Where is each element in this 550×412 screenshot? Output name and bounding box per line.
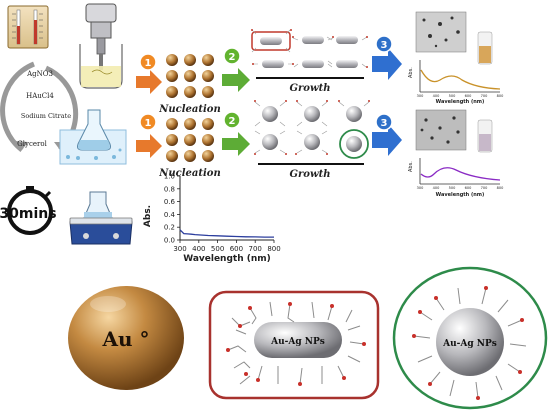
main-ytick-label: 0.2 bbox=[164, 224, 175, 232]
top-spectrum-ylabel: Abs. bbox=[408, 67, 414, 78]
reagent-haucl4: HAuCl4 bbox=[26, 92, 54, 100]
nanorod-frame: Au-Ag NPs bbox=[208, 290, 380, 400]
svg-text:600: 600 bbox=[465, 94, 472, 98]
main-ytick-label: 1.0 bbox=[164, 173, 175, 181]
reagent-glycerol: Glycerol bbox=[17, 140, 47, 148]
top-spectrum-xticks: 300 400 500 600 700 800 bbox=[417, 94, 504, 98]
flask-in-bath-icon bbox=[59, 109, 127, 165]
svg-text:1: 1 bbox=[145, 118, 152, 129]
nucleation-label-top: Nucleation bbox=[158, 104, 221, 115]
main-ytick-label: 0.8 bbox=[164, 185, 175, 193]
step-1-top-badge: 1 bbox=[139, 53, 157, 71]
svg-text:400: 400 bbox=[433, 186, 440, 190]
svg-text:300: 300 bbox=[417, 94, 424, 98]
svg-text:400: 400 bbox=[433, 94, 440, 98]
timer-icon: 30mins bbox=[0, 186, 57, 235]
top-spectrum-panel: Abs. 300 400 500 600 700 800 Wavelength (nm) bbox=[408, 11, 504, 105]
mid-seeds-group bbox=[166, 118, 214, 162]
bottom-spectrum-xticks: 300 400 500 600 700 800 bbox=[417, 186, 504, 190]
mid-blue-arrow bbox=[372, 124, 402, 156]
nanorod-label: Au-Ag NPs bbox=[270, 337, 325, 347]
hotplate-stirrer-icon bbox=[69, 191, 133, 245]
step-1-mid-badge: 1 bbox=[139, 113, 157, 131]
main-spectrum-xlabel: Wavelength (nm) bbox=[183, 254, 271, 264]
step-3-top-badge: 3 bbox=[375, 35, 393, 53]
main-xtick-label: 800 bbox=[267, 245, 280, 253]
mid-green-arrow bbox=[222, 132, 250, 156]
reagent-sodium-citrate: Sodium Citrate bbox=[21, 112, 71, 120]
main-spectrum-ylabel: Abs. bbox=[143, 205, 153, 227]
nucleation-label-mid: Nucleation bbox=[158, 168, 221, 179]
top-seeds-group bbox=[166, 54, 214, 98]
top-orange-arrow bbox=[136, 70, 162, 94]
svg-text:3: 3 bbox=[381, 118, 388, 129]
svg-text:2: 2 bbox=[229, 116, 236, 127]
bottom-spectrum-ylabel: Abs. bbox=[408, 161, 414, 172]
nanosphere-label: Au-Ag NPs bbox=[442, 339, 497, 349]
main-xtick-label: 700 bbox=[249, 245, 262, 253]
main-spectrum-chart: 0.0 0.2 0.4 0.6 0.8 1.0 300 400 500 600 700 800 Ab… bbox=[143, 173, 281, 265]
timer-label: 30mins bbox=[0, 206, 57, 222]
top-growth-nanorods bbox=[251, 29, 368, 68]
svg-text:800: 800 bbox=[497, 186, 504, 190]
nanosphere-frame: Au-Ag NPs bbox=[392, 266, 548, 410]
svg-text:800: 800 bbox=[497, 94, 504, 98]
reagent-agno3: AgNO3 bbox=[26, 70, 53, 78]
top-spectrum-curve bbox=[420, 69, 501, 90]
main-xtick-label: 600 bbox=[230, 245, 243, 253]
growth-label-top: Growth bbox=[290, 83, 331, 94]
main-xtick-label: 500 bbox=[211, 245, 224, 253]
top-green-arrow bbox=[222, 68, 250, 92]
main-spectrum-curve bbox=[179, 229, 274, 238]
thermometer-icon bbox=[7, 5, 49, 49]
main-ytick-label: 0.0 bbox=[164, 237, 175, 245]
svg-text:300: 300 bbox=[417, 186, 424, 190]
top-spectrum-xlabel: Wavelength (nm) bbox=[436, 99, 485, 105]
main-xtick-label: 300 bbox=[173, 245, 186, 253]
step-2-mid-badge: 2 bbox=[223, 111, 241, 129]
bottom-spectrum-panel: Abs. 300 400 500 600 700 800 Wavelength (nm) bbox=[408, 109, 504, 198]
svg-text:500: 500 bbox=[449, 94, 456, 98]
step-3-mid-badge: 3 bbox=[375, 113, 393, 131]
growth-label-mid: Growth bbox=[290, 169, 331, 180]
mid-growth-spheres bbox=[254, 100, 370, 159]
bottom-spectrum-xlabel: Wavelength (nm) bbox=[436, 192, 485, 198]
svg-text:1: 1 bbox=[145, 58, 152, 69]
svg-text:600: 600 bbox=[465, 186, 472, 190]
ultrasonic-probe-icon bbox=[79, 3, 123, 89]
svg-text:700: 700 bbox=[481, 94, 488, 98]
svg-text:500: 500 bbox=[449, 186, 456, 190]
main-ytick-label: 0.6 bbox=[164, 198, 176, 206]
au-label: Au ° bbox=[101, 327, 149, 351]
svg-text:700: 700 bbox=[481, 186, 488, 190]
main-xtick-label: 400 bbox=[192, 245, 205, 253]
au-seed-sphere: Au ° bbox=[68, 286, 184, 390]
step-2-top-badge: 2 bbox=[223, 47, 241, 65]
top-blue-arrow bbox=[372, 48, 402, 80]
svg-text:2: 2 bbox=[229, 52, 236, 63]
main-ytick-label: 0.4 bbox=[164, 211, 176, 219]
mid-orange-arrow bbox=[136, 134, 162, 158]
svg-text:3: 3 bbox=[381, 40, 388, 51]
bottom-spectrum-curve bbox=[420, 167, 501, 181]
